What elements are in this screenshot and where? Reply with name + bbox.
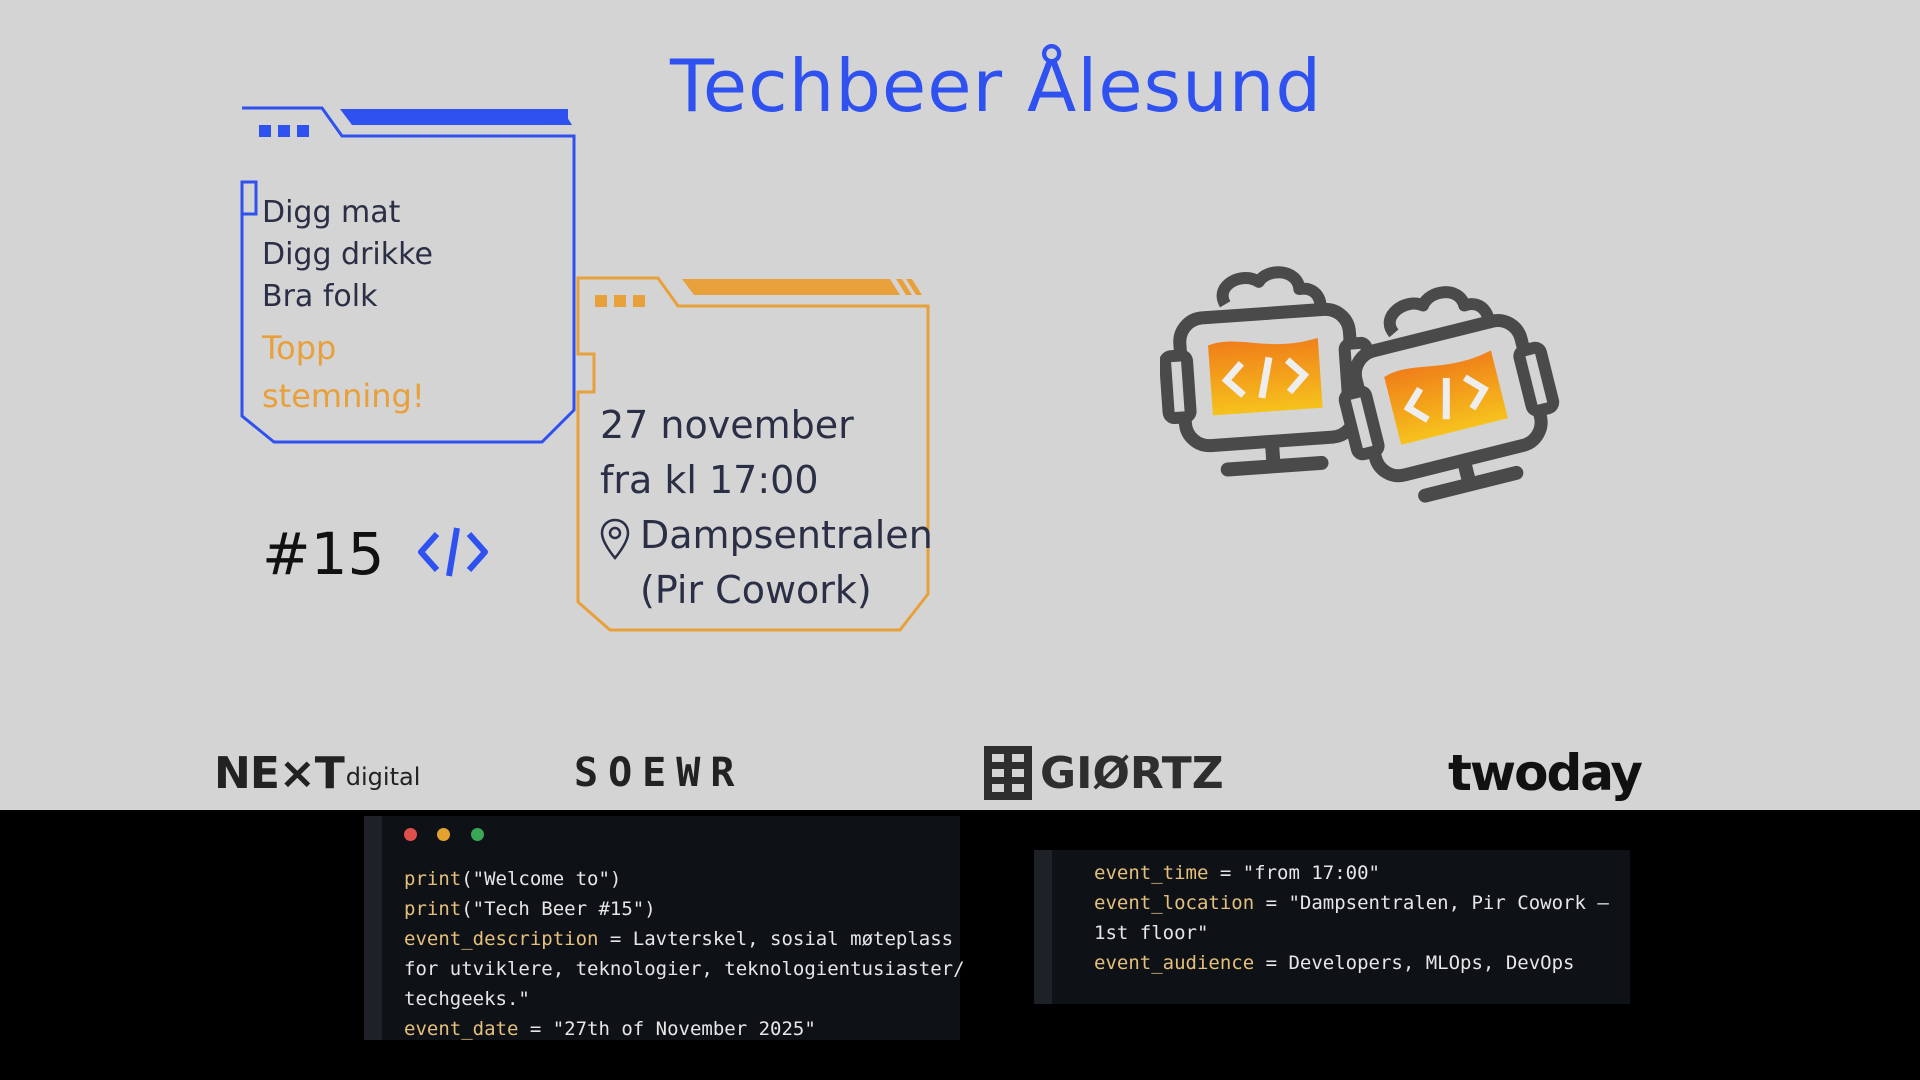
event-details: 27 november fra kl 17:00 Dampsentralen (… [600,398,933,618]
location-pin-icon [600,518,630,560]
code-line: event_description = Lavterskel, sosial m… [404,928,954,950]
page-title: Techbeer Ålesund [669,44,1323,128]
soewr-logo: SOEWR [574,750,745,796]
code-line: event_audience = Developers, MLOps, DevO… [1094,952,1575,974]
highlight-text: Topp stemning! [262,329,425,415]
close-dot [404,828,417,841]
code-line: for utviklere, teknologier, teknologient… [404,958,965,980]
sponsor-giortz: GIØRTZ [984,738,1224,808]
giortz-logo-text: GIØRTZ [1040,747,1224,799]
twoday-logo: twoday [1448,744,1643,802]
sponsor-twoday: twoday [1448,738,1643,808]
code-brackets-icon [417,527,488,577]
blue-card-list: Digg mat Digg drikke Bra folk [262,192,433,318]
code-line: event_time = "from 17:00" [1094,862,1380,884]
sponsor-next-digital: NE×T digital [214,738,420,808]
code-line: 1st floor" [1094,922,1209,944]
next-logo-sub: digital [345,763,421,791]
code-panel-right: event_time = "from 17:00" event_location… [1034,850,1630,1004]
code-line: print("Tech Beer #15") [404,898,656,920]
beer-monitors-icon [1160,266,1560,503]
event-date: 27 november [600,403,854,447]
code-line: event_location = "Dampsentralen, Pir Cow… [1094,892,1609,914]
event-location: Dampsentralen (Pir Cowork) [600,508,933,618]
window-controls [404,816,960,852]
list-item: Digg drikke [262,237,433,272]
sponsor-soewr: SOEWR [574,738,744,808]
next-logo-main: NE×T [214,747,345,799]
blue-window-frame [240,106,576,444]
edition-tag: #15 [262,520,489,588]
list-item: Bra folk [262,279,378,314]
minimize-dot [437,828,451,841]
event-time: fra kl 17:00 [600,458,819,502]
code-line: print("Welcome to") [404,868,622,890]
code-line: event_date = "27th of November 2025" [404,1018,816,1040]
edition-number: #15 [262,520,385,588]
location-sub: (Pir Cowork) [640,568,872,612]
code-section [0,810,1920,1080]
code-line: techgeeks." [404,988,530,1010]
code-panel-left: print("Welcome to") print("Tech Beer #15… [364,816,965,1040]
location-name: Dampsentralen [640,513,933,557]
maximize-dot [470,828,484,841]
giortz-logo-icon [984,746,1032,800]
orange-window-frame [576,276,930,632]
list-item: Digg mat [262,195,401,230]
